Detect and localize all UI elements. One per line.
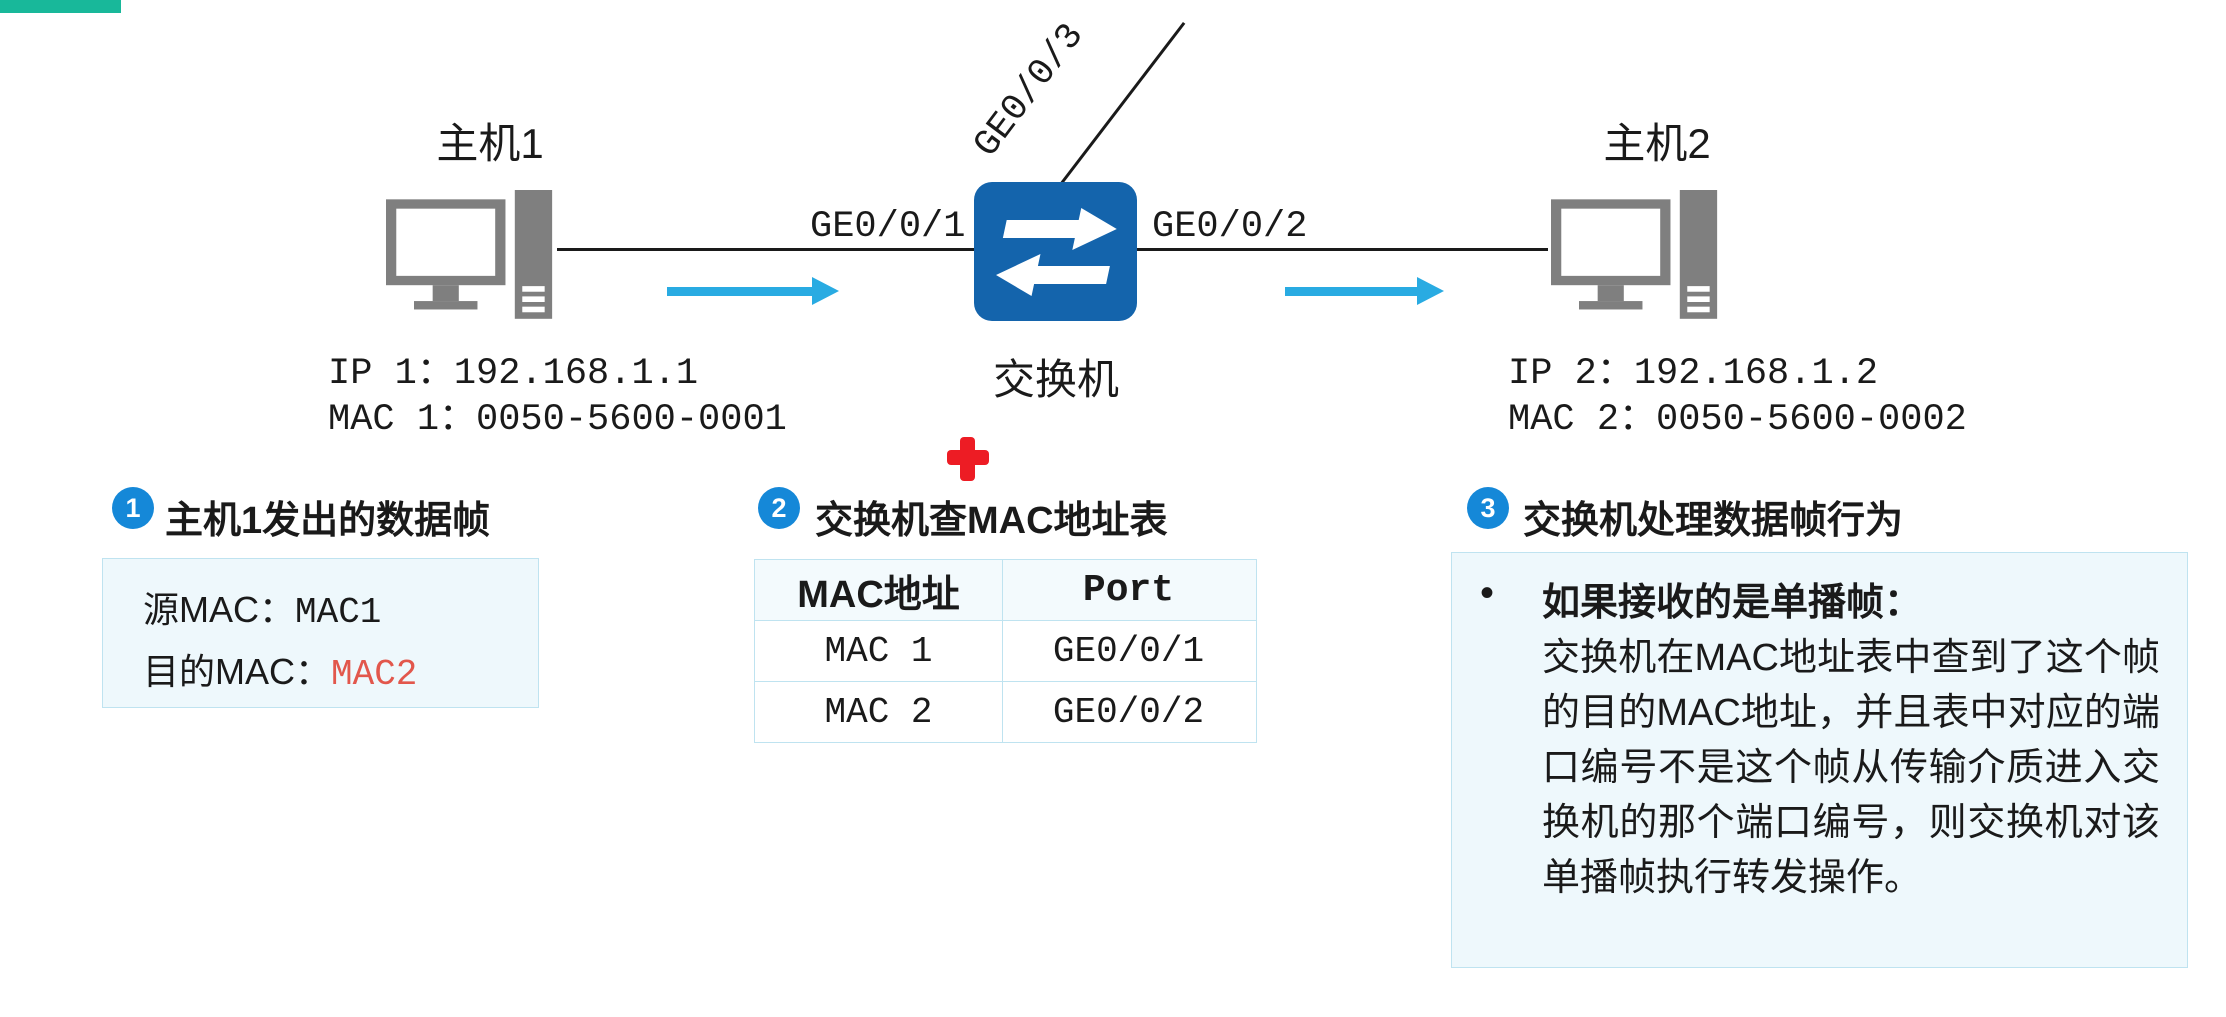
link-host1-switch bbox=[557, 248, 974, 251]
host1-ip: IP 1：192.168.1.1 bbox=[328, 353, 699, 395]
flow-arrow-host1-to-switch bbox=[667, 277, 839, 305]
frame-src-value: MAC1 bbox=[295, 592, 382, 633]
mac-table-cell: MAC 1 bbox=[824, 630, 933, 672]
link-switch-host2 bbox=[1136, 248, 1548, 251]
behavior-panel: • 如果接收的是单播帧： 交换机在MAC地址表中查到了这个帧的目的MAC地址，并… bbox=[1451, 552, 2188, 968]
mac-table-cell: MAC 2 bbox=[824, 691, 933, 733]
bullet-icon: • bbox=[1480, 571, 1495, 615]
step2-badge: 2 bbox=[758, 487, 800, 529]
host2-label: 主机2 bbox=[1603, 120, 1711, 167]
host2-computer-icon bbox=[1548, 190, 1722, 335]
step3-badge: 3 bbox=[1467, 487, 1509, 529]
behavior-body-text: 交换机在MAC地址表中查到了这个帧的目的MAC地址，并且表中对应的端口编号不是这… bbox=[1542, 637, 2160, 899]
mac-table-header-port: Port bbox=[1002, 560, 1254, 620]
step1-badge: 1 bbox=[112, 487, 154, 529]
mac-table-cell: GE0/0/1 bbox=[1002, 621, 1254, 681]
red-cross-icon bbox=[960, 437, 975, 481]
host2-ip: IP 2：192.168.1.2 bbox=[1508, 353, 1879, 395]
mac-address-table: MAC地址 Port MAC 1 GE0/0/1 MAC 2 GE0/0/2 bbox=[754, 559, 1257, 743]
step1-title: 主机1发出的数据帧 bbox=[165, 500, 491, 542]
port-label-ge001: GE0/0/1 bbox=[810, 206, 966, 248]
mac-table-header-row: MAC地址 Port bbox=[755, 560, 1256, 620]
behavior-heading: 如果接收的是单播帧： bbox=[1542, 582, 1923, 624]
host1-label: 主机1 bbox=[436, 120, 544, 167]
host1-mac: MAC 1：0050-5600-0001 bbox=[328, 399, 787, 441]
frame-dst-line: 目的MAC：MAC2 bbox=[143, 643, 417, 695]
behavior-heading-row: • 如果接收的是单播帧： bbox=[1480, 571, 1922, 626]
mac-table-row: MAC 2 GE0/0/2 bbox=[755, 681, 1256, 742]
host1-computer-icon bbox=[383, 190, 557, 335]
mac-table-header-mac: MAC地址 bbox=[797, 573, 960, 616]
port-label-ge002: GE0/0/2 bbox=[1152, 206, 1308, 248]
corner-accent-bar bbox=[0, 0, 121, 13]
port-label-ge003: GE0/0/3 bbox=[966, 16, 1094, 166]
frame-panel: 源MAC：MAC1 目的MAC：MAC2 bbox=[102, 558, 539, 708]
mac-table-row: MAC 1 GE0/0/1 bbox=[755, 620, 1256, 681]
switch-icon bbox=[974, 182, 1137, 326]
mac-table-cell: GE0/0/2 bbox=[1002, 682, 1254, 742]
step3-title: 交换机处理数据帧行为 bbox=[1523, 500, 1904, 542]
frame-dst-label: 目的MAC： bbox=[143, 651, 331, 692]
switch-label: 交换机 bbox=[992, 356, 1119, 403]
frame-src-label: 源MAC： bbox=[143, 589, 295, 630]
host2-mac: MAC 2：0050-5600-0002 bbox=[1508, 399, 1967, 441]
step2-title: 交换机查MAC地址表 bbox=[815, 500, 1168, 542]
frame-dst-value: MAC2 bbox=[331, 654, 418, 695]
frame-src-line: 源MAC：MAC1 bbox=[143, 581, 381, 633]
flow-arrow-switch-to-host2 bbox=[1285, 277, 1444, 305]
